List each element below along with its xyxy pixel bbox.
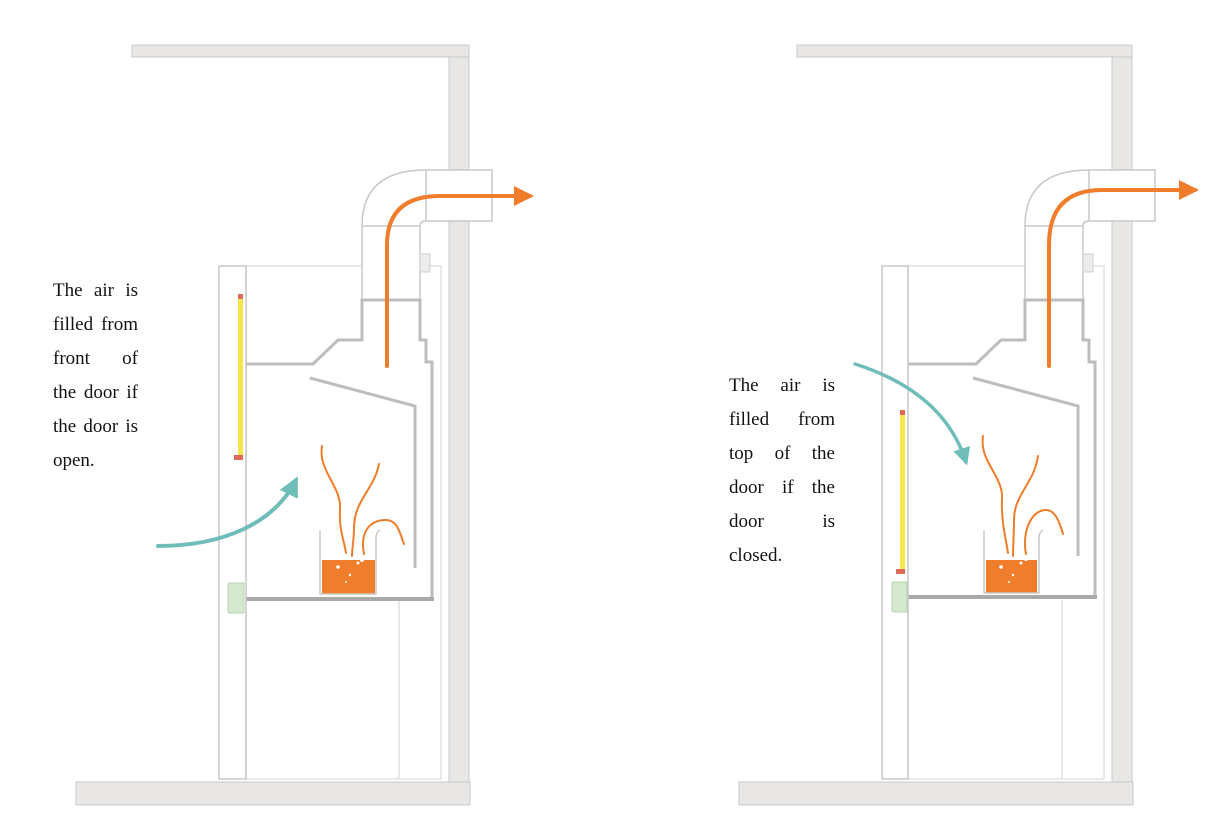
hood-roof — [908, 298, 1097, 598]
intake-airflow-arrow — [156, 476, 298, 548]
exhaust-duct — [1024, 169, 1156, 301]
sash-indicator-bar — [238, 297, 243, 456]
beaker — [983, 529, 1044, 594]
baffle — [972, 376, 1080, 556]
wall-bracket — [1082, 253, 1094, 273]
vapor-wisps — [320, 445, 405, 557]
sash-indicator-cap — [900, 410, 905, 415]
intake-airflow-arrow — [853, 362, 971, 466]
beaker-liquid — [986, 560, 1037, 593]
wall-bracket — [419, 253, 431, 273]
ceiling-slab — [131, 44, 470, 58]
back-wall — [1111, 56, 1133, 785]
liquid-bubbles — [336, 558, 364, 583]
hood-roof — [246, 298, 434, 600]
cabinet-back-outline — [907, 265, 1105, 780]
control-knob — [891, 581, 908, 613]
beaker-liquid — [322, 560, 375, 594]
sash-indicator-cap — [238, 294, 243, 299]
caption-closed-door: The air is filled from top of the door i… — [729, 375, 835, 566]
fume-hood-open-door — [75, 44, 534, 806]
fume-hood-closed-door — [738, 44, 1199, 806]
caption-open-door: The air is filled from front of the door… — [53, 280, 138, 471]
vapor-wisps — [981, 435, 1064, 557]
ceiling-slab — [796, 44, 1133, 58]
liquid-bubbles — [999, 557, 1028, 583]
control-knob — [227, 582, 245, 614]
sash-indicator-bar — [900, 413, 905, 570]
exhaust-airflow-arrow — [385, 186, 534, 368]
cabinet-back-outline — [245, 265, 442, 780]
baffle — [309, 376, 417, 568]
exhaust-airflow-arrow — [1047, 180, 1199, 368]
back-wall — [448, 56, 470, 785]
beaker — [319, 529, 381, 595]
exhaust-duct — [361, 169, 493, 301]
sash-indicator-cap — [234, 455, 243, 460]
sash-indicator-cap — [896, 569, 905, 574]
floor-slab — [75, 781, 471, 806]
floor-slab — [738, 781, 1134, 806]
